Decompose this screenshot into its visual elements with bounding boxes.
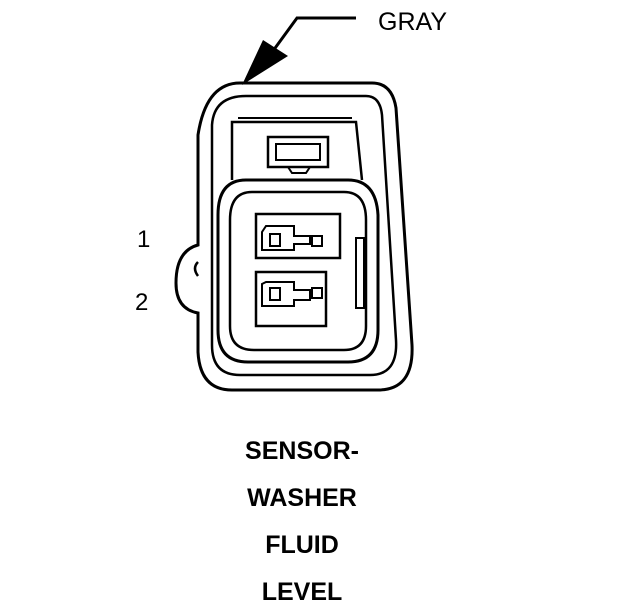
- connector-housing-outer: [174, 81, 414, 392]
- pin-2-label: 2: [135, 289, 149, 316]
- connector-title: SENSOR- WASHER FLUID LEVEL: [0, 428, 604, 616]
- locking-tab-lip: [287, 166, 311, 174]
- locking-tab-window: [266, 135, 330, 169]
- locking-tab-slot: [275, 143, 321, 161]
- locking-tab-frame: [230, 120, 364, 181]
- polarizing-key: [355, 237, 365, 309]
- title-line-1: SENSOR-: [245, 437, 359, 465]
- terminal-cavity-inner: [228, 190, 368, 352]
- connector-diagram: [174, 16, 414, 392]
- title-line-4: LEVEL: [261, 578, 343, 606]
- side-latch: [193, 261, 200, 277]
- leader-arrowhead: [242, 40, 288, 85]
- connector-housing-inner: [210, 94, 398, 377]
- pin-1-label: 1: [137, 226, 151, 253]
- wire-color-label: GRAY: [378, 8, 447, 36]
- terminal-cavity-outer: [216, 178, 380, 364]
- title-line-2: WASHER: [247, 484, 357, 512]
- terminal-1: [254, 212, 342, 260]
- terminal-2: [254, 270, 328, 328]
- title-line-3: FLUID: [265, 531, 339, 559]
